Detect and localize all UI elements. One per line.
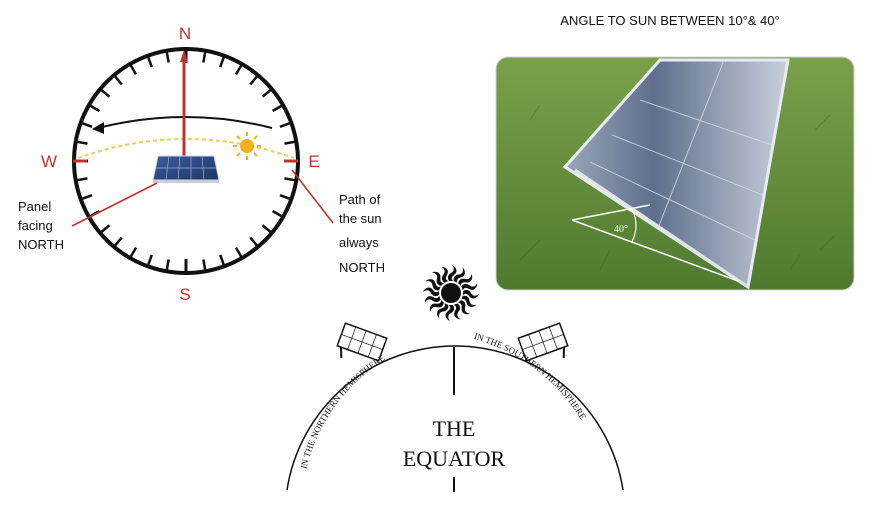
sun-ray xyxy=(461,283,478,291)
sun-ray xyxy=(453,303,461,320)
sun-ray xyxy=(461,295,477,307)
compass-tick xyxy=(146,254,153,267)
north-pointer-cap xyxy=(180,50,188,62)
sun-path-label: Path of the sun always NORTH xyxy=(339,192,385,275)
equator-diagram: IN THE NORTHERN HEMISPHERE IN THE SOUTHE… xyxy=(286,265,624,492)
sun-ray xyxy=(423,287,439,297)
angle-arc xyxy=(631,208,637,243)
compass-tick xyxy=(271,209,284,219)
compass-tick xyxy=(128,63,138,76)
arrow-head-icon xyxy=(92,122,104,134)
compass-tick xyxy=(249,236,259,248)
sun-ray xyxy=(437,303,449,319)
compass-tick xyxy=(128,246,138,259)
solar-panel-icon xyxy=(336,322,388,362)
angle-baseline xyxy=(571,219,739,282)
compass-tick xyxy=(113,74,123,86)
sun-icon xyxy=(233,132,261,160)
compass-tick xyxy=(234,63,244,76)
compass-tick xyxy=(219,55,226,68)
solar-panel-icon xyxy=(152,155,220,183)
compass-tick xyxy=(75,140,88,145)
angle-ray xyxy=(571,204,651,221)
compass-tick xyxy=(88,103,101,113)
compass-tick xyxy=(219,254,226,267)
compass-tick xyxy=(202,259,207,272)
compass-south-label: S xyxy=(179,285,190,304)
equator-title-line1: THE xyxy=(433,416,476,441)
compass-tick xyxy=(80,194,93,201)
sun-ray xyxy=(458,300,471,315)
sun-ray xyxy=(463,289,479,299)
sun-ray xyxy=(429,300,444,313)
sun-ray xyxy=(441,266,449,283)
compass-tick xyxy=(80,121,93,128)
sun-ray xyxy=(458,273,473,286)
compass: N S E W Panel facing NORTH Path of the s… xyxy=(18,24,385,304)
compass-tick xyxy=(279,121,292,128)
compass-tick xyxy=(279,194,292,201)
northern-hemisphere-label: IN THE NORTHERN HEMISPHERE xyxy=(298,353,386,470)
photo-frame xyxy=(495,56,855,291)
compass-north-label: N xyxy=(179,24,191,43)
compass-tick xyxy=(284,140,297,145)
sun-ray xyxy=(424,295,441,303)
sun-icon xyxy=(423,265,479,321)
compass-tick xyxy=(261,88,273,98)
sun-ray xyxy=(447,265,457,281)
compass-east-label: E xyxy=(308,152,319,171)
earth-arc xyxy=(286,345,624,491)
solar-panel-icon xyxy=(517,322,569,362)
equator-title-line2: EQUATOR xyxy=(403,446,506,471)
sun-ray xyxy=(431,271,444,286)
panel-label: Panel facing NORTH xyxy=(18,199,64,252)
compass-tick xyxy=(113,236,123,248)
sun-ray xyxy=(425,279,441,291)
panel-leader-line xyxy=(71,182,158,227)
sun-ray xyxy=(453,267,465,283)
compass-tick xyxy=(165,259,170,272)
compass-tick xyxy=(284,177,297,182)
compass-tick xyxy=(261,224,273,234)
sun-path-leader-line xyxy=(291,169,334,224)
panel-support-leg xyxy=(574,168,749,289)
compass-tick xyxy=(99,88,111,98)
compass-west-label: W xyxy=(41,152,57,171)
compass-tick xyxy=(234,246,244,259)
angle-label: 40° xyxy=(614,224,628,235)
compass-tick xyxy=(75,177,88,182)
panel-angle-photo: ANGLE TO SUN BETWEEN 10°& 40° 40° xyxy=(495,13,855,291)
sun-path-arc xyxy=(77,138,295,159)
compass-tick xyxy=(249,74,259,86)
compass-tick xyxy=(99,224,111,234)
photo-title: ANGLE TO SUN BETWEEN 10°& 40° xyxy=(560,13,779,28)
compass-tick xyxy=(165,50,170,63)
compass-tick xyxy=(146,55,153,68)
compass-tick xyxy=(202,50,207,63)
sun-ray xyxy=(445,305,455,321)
compass-tick xyxy=(271,103,284,113)
